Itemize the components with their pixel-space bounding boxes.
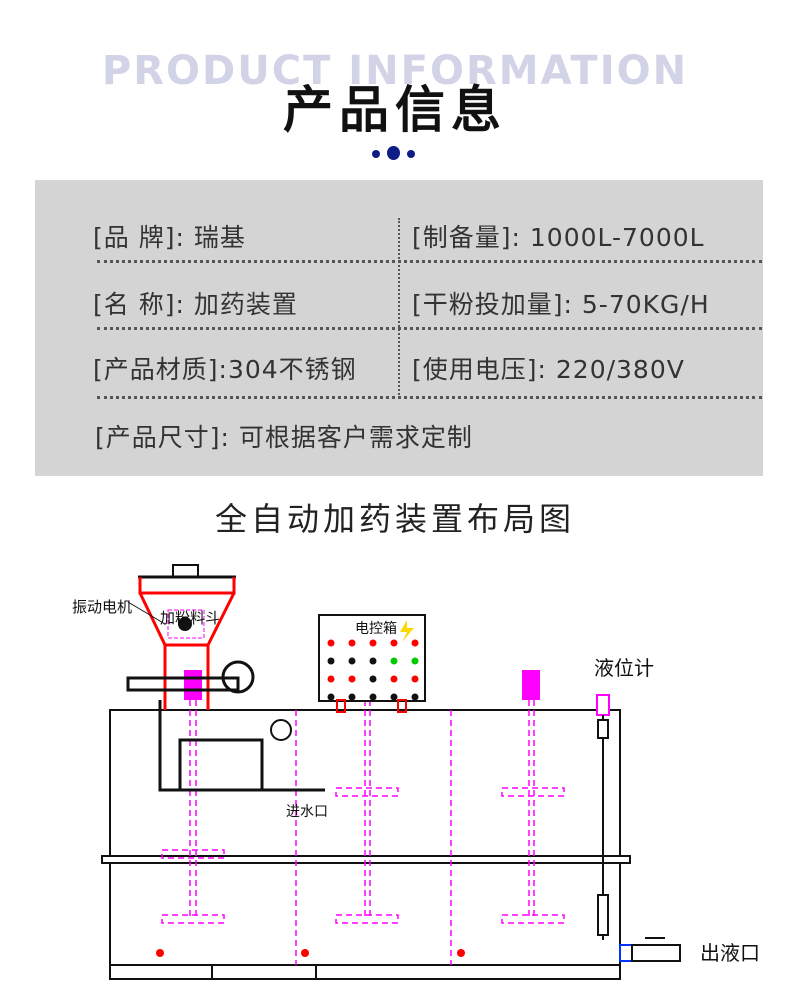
indicator-light xyxy=(411,675,419,683)
screw-feeder xyxy=(126,676,240,692)
indicator-light xyxy=(411,639,419,647)
drain-points xyxy=(156,949,465,957)
indicator-light xyxy=(348,639,356,647)
label-control-box: 电控箱 xyxy=(355,621,397,637)
spec-brand: [品 牌]: 瑞基 xyxy=(93,223,246,252)
indicator-light xyxy=(348,657,356,665)
spec-name: [名 称]: 加药装置 xyxy=(93,290,298,319)
spec-material: [产品材质]:304不锈钢 xyxy=(93,355,357,384)
divider xyxy=(97,260,762,263)
indicator-light xyxy=(411,693,419,701)
hopper xyxy=(138,564,236,710)
label-hopper: 加粉料斗 xyxy=(160,609,220,627)
label-inlet: 进水口 xyxy=(286,804,328,820)
divider xyxy=(97,396,762,399)
title-en: PRODUCT INFORMATION xyxy=(101,48,689,94)
indicator-light xyxy=(390,675,398,683)
indicator-light xyxy=(369,693,377,701)
indicator-light xyxy=(348,675,356,683)
label-motor: 振动电机 xyxy=(72,598,132,616)
spec-panel: [品 牌]: 瑞基 [制备量]: 1000L-7000L [名 称]: 加药装置… xyxy=(35,180,763,476)
indicator-light xyxy=(369,639,377,647)
indicator-light xyxy=(327,657,335,665)
column-divider xyxy=(398,218,400,398)
control-box xyxy=(318,614,426,713)
indicator-light xyxy=(327,693,335,701)
decorative-dots xyxy=(372,146,418,160)
divider xyxy=(97,327,762,330)
indicator-light xyxy=(327,639,335,647)
spec-dosing: [干粉投加量]: 5-70KG/H xyxy=(412,290,710,319)
indicator-light xyxy=(369,657,377,665)
level-gauge xyxy=(596,694,610,940)
indicator-light xyxy=(390,657,398,665)
piping xyxy=(158,700,325,792)
indicator-light xyxy=(369,675,377,683)
page-title: 产品信息 xyxy=(283,81,507,139)
dashed-guides xyxy=(161,680,565,965)
spec-voltage: [使用电压]: 220/380V xyxy=(412,355,685,384)
indicator-light xyxy=(390,639,398,647)
indicator-light xyxy=(390,693,398,701)
spec-size: [产品尺寸]: 可根据客户需求定制 xyxy=(95,423,473,452)
indicator-light xyxy=(348,693,356,701)
motor-pointer xyxy=(127,601,166,625)
outlet-valve xyxy=(619,937,681,962)
label-outlet: 出液口 xyxy=(700,941,760,965)
indicator-light xyxy=(327,675,335,683)
spec-capacity: [制备量]: 1000L-7000L xyxy=(412,223,705,252)
layout-diagram: 振动电机 加粉料斗 电控箱 液位计 进水口 出液口 xyxy=(72,564,760,980)
diagram-title: 全自动加药装置布局图 xyxy=(214,500,575,538)
indicator-light xyxy=(411,657,419,665)
label-level-gauge: 液位计 xyxy=(594,656,654,680)
